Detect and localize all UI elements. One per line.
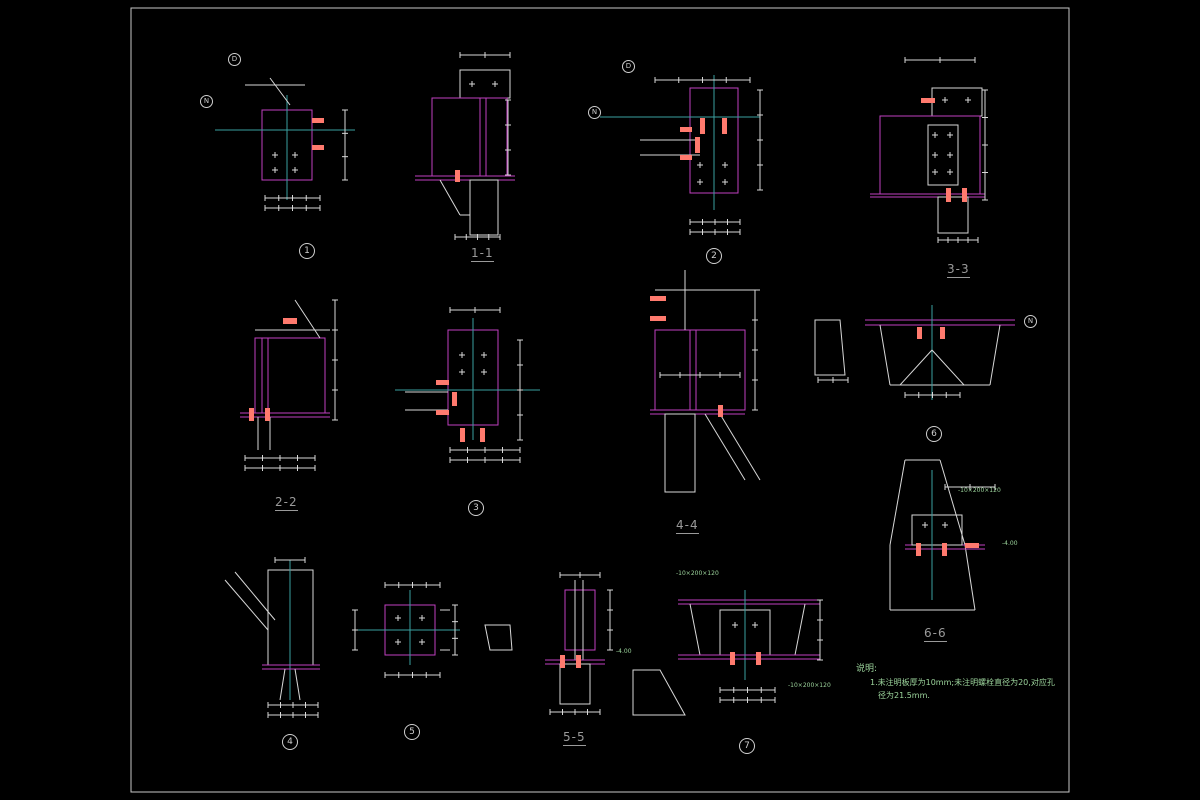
connection-details	[215, 52, 1015, 718]
cad-rect	[911, 514, 963, 546]
bolt-marker	[650, 316, 666, 321]
axis-marker-2: N	[200, 95, 213, 108]
bolt-marker	[722, 118, 727, 134]
beam-outline	[654, 329, 746, 411]
bolt-marker	[312, 118, 324, 123]
bolt-marker	[480, 428, 485, 442]
bolt-marker	[312, 145, 324, 150]
cad-line	[931, 349, 965, 386]
bolt-marker	[718, 405, 723, 417]
detail-6-label: 6	[926, 426, 942, 442]
plate-tag-3: -10×200×120	[788, 682, 831, 689]
notes-line-2: 径为21.5mm.	[878, 691, 930, 700]
bolt-marker	[917, 327, 922, 339]
bolt-marker	[283, 318, 297, 324]
cad-line	[294, 299, 321, 339]
column-outline	[559, 663, 591, 705]
bolt-marker	[695, 137, 700, 153]
notes-title: 说明:	[856, 664, 878, 674]
cad-line	[719, 413, 761, 481]
cad-line	[439, 179, 461, 216]
beam-outline	[879, 115, 981, 195]
cad-line	[269, 77, 291, 106]
stiffener-plate	[814, 319, 846, 376]
bolt-marker	[940, 327, 945, 339]
column-outline	[664, 413, 696, 493]
cad-line	[704, 413, 746, 481]
section-5-5-label: 5-5	[563, 730, 586, 746]
cad-line	[794, 603, 806, 656]
cad-line	[964, 544, 976, 611]
cad-rect	[931, 87, 983, 117]
cad-rect	[459, 69, 511, 99]
stiffener-plate	[632, 669, 686, 716]
bolt-marker	[700, 118, 705, 134]
bolt-marker	[650, 296, 666, 301]
section-1-1-label: 1-1	[471, 246, 494, 262]
bolt-marker	[942, 543, 947, 556]
column-outline	[937, 196, 969, 234]
stiffener-plate	[484, 624, 513, 651]
section-2-2-label: 2-2	[275, 495, 298, 511]
bolt-marker	[962, 188, 967, 202]
plate-tag-1: -10×200×120	[958, 487, 1001, 494]
bolt-marker	[921, 98, 935, 103]
bolt-marker	[680, 155, 692, 160]
cad-line	[879, 324, 891, 386]
bolt-marker	[756, 652, 761, 665]
bolt-marker	[730, 652, 735, 665]
bolt-marker	[460, 428, 465, 442]
bolt-marker	[455, 170, 460, 182]
bolt-marker	[265, 408, 270, 421]
bolt-marker	[576, 655, 581, 668]
beam-outline	[564, 589, 596, 651]
cad-rect	[927, 124, 959, 186]
cad-line	[989, 324, 1001, 386]
beam-outline	[431, 97, 508, 177]
cad-line	[294, 668, 301, 701]
detail-3-label: 3	[468, 500, 484, 516]
cad-line	[889, 459, 906, 546]
bolt-marker	[916, 543, 921, 556]
plate-tag-2: -10×200×120	[676, 570, 719, 577]
column-outline	[469, 179, 499, 236]
cad-line	[224, 579, 269, 631]
axis-marker-1: D	[228, 53, 241, 66]
detail-4-label: 4	[282, 734, 298, 750]
axis-marker-4: N	[588, 106, 601, 119]
notes-line-1: 1.未注明板厚为10mm;未注明螺栓直径为20,对应孔	[870, 678, 1055, 687]
section-6-6-label: 6-6	[924, 626, 947, 642]
bolt-marker	[249, 408, 254, 421]
bolt-marker	[680, 127, 692, 132]
elevation-tag-1: -4.00	[1002, 540, 1018, 547]
detail-1-label: 1	[299, 243, 315, 259]
beam-outline	[254, 337, 326, 414]
detail-7-label: 7	[739, 738, 755, 754]
bolt-marker	[452, 392, 457, 406]
axis-marker-3: D	[622, 60, 635, 73]
bolt-marker	[560, 655, 565, 668]
cad-line	[279, 668, 286, 701]
bolt-marker	[965, 543, 979, 548]
section-3-3-label: 3-3	[947, 262, 970, 278]
detail-2-label: 2	[706, 248, 722, 264]
drawing-frame	[130, 7, 1070, 793]
bolt-marker	[436, 380, 449, 385]
axis-marker-5: N	[1024, 315, 1037, 328]
detail-5-label: 5	[404, 724, 420, 740]
cad-line	[234, 571, 276, 621]
cad-line	[899, 349, 933, 386]
section-4-4-label: 4-4	[676, 518, 699, 534]
cad-line	[689, 603, 701, 656]
cad-line	[939, 459, 966, 546]
bolt-marker	[436, 410, 449, 415]
elevation-tag-2: -4.00	[616, 648, 632, 655]
bolt-marker	[946, 188, 951, 202]
